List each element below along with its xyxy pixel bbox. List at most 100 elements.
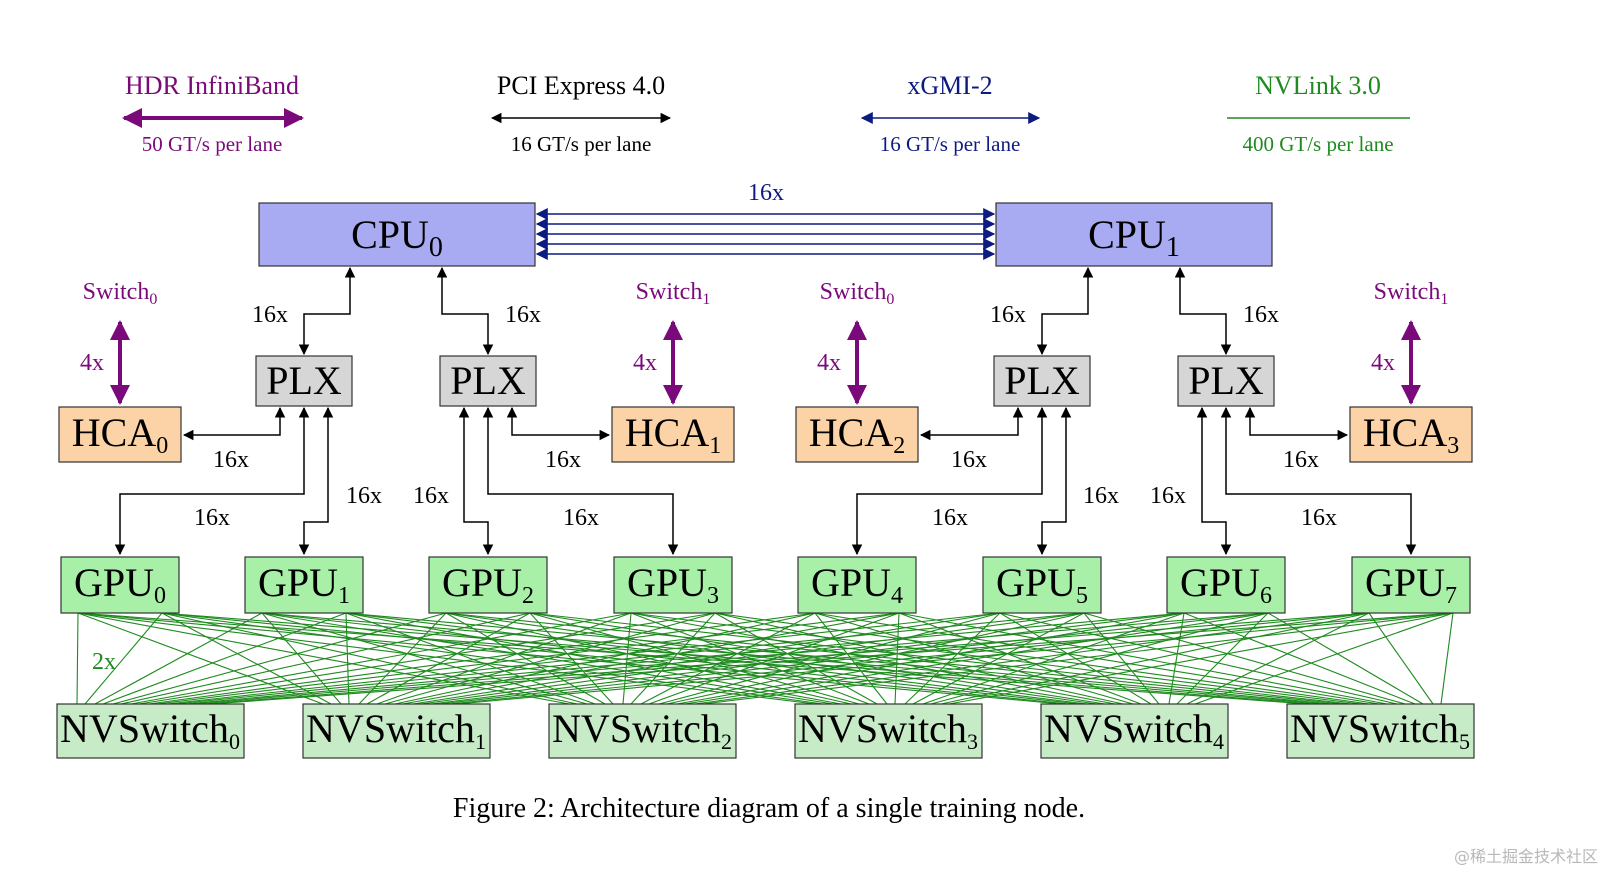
pcie-link-plx1-gpu3 bbox=[482, 406, 679, 556]
nvswitch-2: NVSwitch2 bbox=[548, 703, 737, 759]
infiniband-width-label: 4x bbox=[817, 350, 841, 376]
infiniband-width-label: 4x bbox=[80, 350, 104, 376]
pcie-width-label: 16x bbox=[990, 302, 1026, 328]
pcie-width-label: 16x bbox=[1243, 302, 1279, 328]
nvlink-link bbox=[456, 612, 1454, 705]
nvlink-link bbox=[948, 612, 1454, 705]
gpu-6-label: GPU6 bbox=[1180, 560, 1272, 609]
legend-infiniband-title: HDR InfiniBand bbox=[125, 71, 299, 100]
pcie-width-label: 16x bbox=[1301, 505, 1337, 531]
pcie-width-label: 16x bbox=[563, 505, 599, 531]
nvlink-link bbox=[102, 612, 347, 705]
gpu-0: GPU0 bbox=[60, 556, 180, 614]
legend-infiniband: HDR InfiniBand 50 GT/s per lane bbox=[122, 71, 304, 156]
hca-3: HCA3 bbox=[1349, 406, 1473, 463]
infiniband-width-label: 4x bbox=[633, 350, 657, 376]
hca-2: HCA2 bbox=[795, 406, 919, 463]
pcie-labels: 16x 16x 16x 16x 16x 16x 16x 16x 16x 16x … bbox=[194, 302, 1337, 531]
nvlink-link bbox=[412, 612, 1001, 705]
nvlink-link bbox=[1186, 612, 1370, 705]
hca-1: HCA1 bbox=[611, 406, 735, 463]
nvlink-link bbox=[261, 612, 1326, 705]
gpu-4: GPU4 bbox=[797, 556, 917, 614]
hca-0-label: HCA0 bbox=[72, 410, 168, 459]
external-switch-label: Switch0 bbox=[83, 279, 158, 308]
legend-nvlink: NVLink 3.0 400 GT/s per lane bbox=[1227, 71, 1410, 156]
plx-3-label: PLX bbox=[1188, 358, 1264, 403]
cpu-1-label: CPU1 bbox=[1088, 212, 1180, 263]
nvlink-link bbox=[529, 612, 1106, 705]
gpu-row: GPU0 GPU1 GPU2 GPU3 GPU4 GPU5 GPU6 GPU7 bbox=[60, 556, 1471, 614]
legend-infiniband-subtitle: 50 GT/s per lane bbox=[142, 132, 283, 156]
gpu-7: GPU7 bbox=[1351, 556, 1471, 614]
nvlink-link bbox=[694, 612, 1370, 705]
pcie-width-label: 16x bbox=[1283, 447, 1319, 473]
nvlink-link bbox=[384, 612, 716, 705]
legend-xgmi: xGMI-2 16 GT/s per lane bbox=[860, 71, 1041, 156]
nvlink-link bbox=[898, 612, 1388, 705]
nvlink-link bbox=[161, 612, 824, 705]
infiniband-width-label: 4x bbox=[1371, 350, 1395, 376]
plx-0: PLX bbox=[255, 355, 353, 407]
nvlink-link bbox=[714, 612, 1124, 705]
nvlink-link bbox=[77, 612, 1062, 705]
gpu-7-label: GPU7 bbox=[1365, 560, 1457, 609]
plx-1: PLX bbox=[439, 355, 537, 407]
legend-pcie-title: PCI Express 4.0 bbox=[497, 71, 665, 100]
legend-nvlink-title: NVLink 3.0 bbox=[1255, 71, 1381, 100]
nvlink-link bbox=[714, 612, 1370, 705]
pcie-links bbox=[114, 266, 1417, 556]
xgmi-width-label: 16x bbox=[748, 180, 784, 206]
nvlink-link bbox=[184, 612, 1185, 705]
pcie-link-plx3-hca3 bbox=[1244, 406, 1349, 441]
nvlink-link bbox=[940, 612, 1370, 705]
pcie-link-plx1-gpu2 bbox=[458, 406, 494, 556]
gpu-6: GPU6 bbox=[1166, 556, 1286, 614]
nvswitch-4-label: NVSwitch4 bbox=[1044, 706, 1224, 754]
nvlink-width-label: 2x bbox=[92, 649, 116, 675]
pcie-link-cpu1-plx2 bbox=[1036, 266, 1094, 356]
nvlink-link bbox=[138, 612, 716, 705]
legend-pcie-subtitle: 16 GT/s per lane bbox=[511, 132, 652, 156]
pcie-link-plx3-gpu6 bbox=[1196, 406, 1232, 556]
hca-2-label: HCA2 bbox=[809, 410, 905, 459]
pcie-width-label: 16x bbox=[413, 483, 449, 509]
nvswitch-2-label: NVSwitch2 bbox=[552, 706, 732, 754]
figure-caption: Figure 2: Architecture diagram of a sing… bbox=[453, 793, 1085, 824]
nvlink-link bbox=[445, 612, 1344, 705]
pcie-link-plx3-gpu7 bbox=[1220, 406, 1417, 556]
nvlink-link bbox=[529, 612, 1352, 705]
cpu-0: CPU0 bbox=[258, 202, 536, 267]
nvlink-link bbox=[1368, 612, 1434, 705]
infiniband-links: 4x 4x 4x 4x Switch0 Switch1 Switch0 Swit… bbox=[80, 279, 1449, 405]
nvlink-link bbox=[112, 612, 447, 705]
nvswitch-3: NVSwitch3 bbox=[794, 703, 983, 759]
pcie-width-label: 16x bbox=[951, 447, 987, 473]
pcie-link-plx0-gpu1 bbox=[298, 406, 334, 556]
external-switch-label: Switch1 bbox=[1374, 279, 1449, 308]
nvlink-link bbox=[394, 612, 816, 705]
nvlink-link bbox=[894, 612, 900, 705]
gpu-3-label: GPU3 bbox=[627, 560, 719, 609]
nvlink-link bbox=[94, 612, 263, 705]
nvlink-link bbox=[156, 612, 900, 705]
nvlink-link bbox=[192, 612, 1269, 705]
nvlink-link bbox=[1194, 612, 1454, 705]
pcie-width-label: 16x bbox=[545, 447, 581, 473]
nvswitch-5: NVSwitch5 bbox=[1286, 703, 1475, 759]
gpu-5-label: GPU5 bbox=[996, 560, 1088, 609]
plx-2-label: PLX bbox=[1004, 358, 1080, 403]
nvswitch-1-label: NVSwitch1 bbox=[306, 706, 486, 754]
gpu-0-label: GPU0 bbox=[74, 560, 166, 609]
legend-pcie: PCI Express 4.0 16 GT/s per lane bbox=[490, 71, 672, 156]
nvlink-link bbox=[676, 612, 1185, 705]
hca-0: HCA0 bbox=[58, 406, 182, 463]
pcie-link-plx0-hca0 bbox=[182, 406, 286, 441]
gpu-1: GPU1 bbox=[244, 556, 364, 614]
legend: HDR InfiniBand 50 GT/s per lane PCI Expr… bbox=[122, 71, 1410, 156]
gpu-2-label: GPU2 bbox=[442, 560, 534, 609]
nvlink-link bbox=[202, 612, 1370, 705]
nvlink-link bbox=[210, 612, 1454, 705]
legend-xgmi-subtitle: 16 GT/s per lane bbox=[880, 132, 1021, 156]
